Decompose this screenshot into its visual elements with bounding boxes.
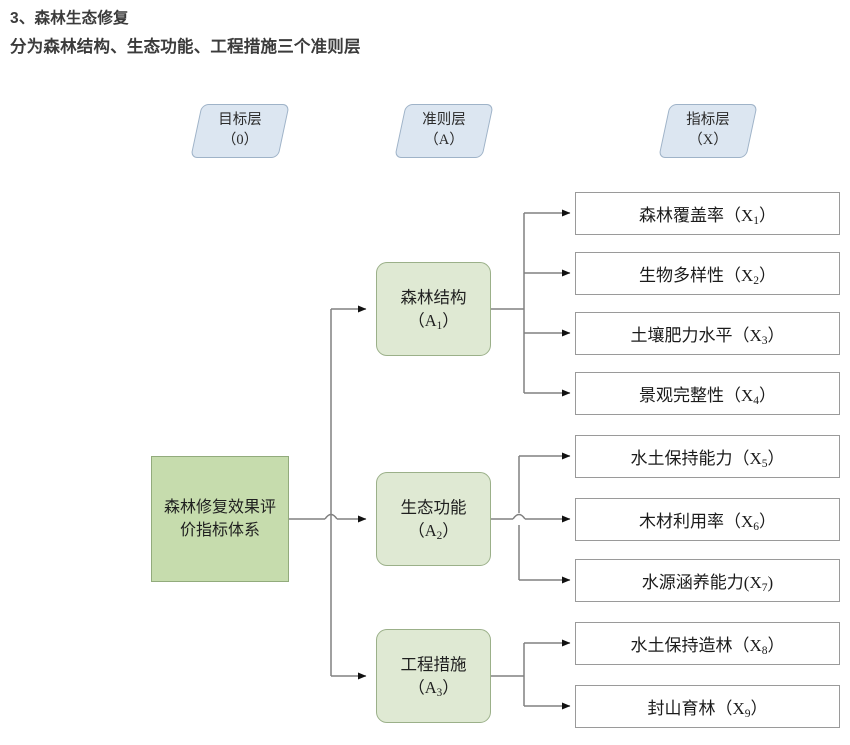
connector-a3-fanout bbox=[491, 639, 571, 710]
indicator-x3-label: 土壤肥力水平（X3） bbox=[630, 326, 785, 348]
indicator-x8-label: 水土保持造林（X8） bbox=[630, 636, 785, 658]
indicator-box-x7[interactable]: 水源涵养能力(X7) bbox=[575, 559, 840, 602]
indicator-box-x5[interactable]: 水土保持能力（X5） bbox=[575, 435, 840, 478]
criteria-a3-title: 工程措施 bbox=[400, 654, 467, 674]
criteria-layer-tag: 准则层 （A） bbox=[394, 104, 494, 158]
connector-a2-fanout bbox=[491, 452, 571, 584]
criteria-a3-code: （A3） bbox=[408, 678, 459, 700]
section-heading-primary: 3、森林生态修复 bbox=[10, 10, 129, 27]
criteria-box-a3[interactable]: 工程措施 （A3） bbox=[376, 629, 491, 723]
goal-layer-tag: 目标层 （0） bbox=[190, 104, 290, 158]
indicator-x5-label: 水土保持能力（X5） bbox=[630, 449, 785, 471]
criteria-layer-tag-title: 准则层 bbox=[422, 112, 466, 129]
indicator-layer-tag-code: （X） bbox=[688, 132, 728, 148]
criteria-a1-title: 森林结构 bbox=[400, 287, 467, 307]
indicator-x1-label: 森林覆盖率（X1） bbox=[638, 206, 777, 228]
indicator-x6-label: 木材利用率（X6） bbox=[638, 512, 777, 534]
criteria-box-a1[interactable]: 森林结构 （A1） bbox=[376, 262, 491, 356]
indicator-layer-tag: 指标层 （X） bbox=[658, 104, 758, 158]
criteria-a2-title: 生态功能 bbox=[400, 497, 467, 517]
criteria-box-a2[interactable]: 生态功能 （A2） bbox=[376, 472, 491, 566]
indicator-x2-label: 生物多样性（X2） bbox=[638, 266, 777, 288]
criteria-a2-code: （A2） bbox=[408, 521, 459, 543]
indicator-box-x4[interactable]: 景观完整性（X4） bbox=[575, 372, 840, 415]
connector-a1-fanout bbox=[491, 209, 571, 397]
indicator-box-x1[interactable]: 森林覆盖率（X1） bbox=[575, 192, 840, 235]
indicator-layer-tag-title: 指标层 bbox=[686, 112, 730, 129]
indicator-box-x2[interactable]: 生物多样性（X2） bbox=[575, 252, 840, 295]
goal-layer-tag-code: （0） bbox=[221, 132, 259, 148]
goal-box-label: 森林修复效果评价指标体系 bbox=[163, 498, 276, 539]
goal-box[interactable]: 森林修复效果评价指标体系 bbox=[151, 456, 289, 582]
indicator-x4-label: 景观完整性（X4） bbox=[638, 386, 777, 408]
criteria-layer-tag-code: （A） bbox=[424, 132, 464, 148]
indicator-box-x3[interactable]: 土壤肥力水平（X3） bbox=[575, 312, 840, 355]
indicator-box-x6[interactable]: 木材利用率（X6） bbox=[575, 498, 840, 541]
indicator-box-x8[interactable]: 水土保持造林（X8） bbox=[575, 622, 840, 665]
indicator-x9-label: 封山育林（X9） bbox=[647, 699, 768, 721]
connector-goal-trunk bbox=[289, 513, 367, 523]
indicator-box-x9[interactable]: 封山育林（X9） bbox=[575, 685, 840, 728]
goal-layer-tag-title: 目标层 bbox=[218, 112, 262, 129]
indicator-x7-label: 水源涵养能力(X7) bbox=[641, 573, 774, 595]
criteria-a1-code: （A1） bbox=[408, 311, 459, 333]
section-heading-secondary: 分为森林结构、生态功能、工程措施三个准则层 bbox=[10, 38, 361, 56]
